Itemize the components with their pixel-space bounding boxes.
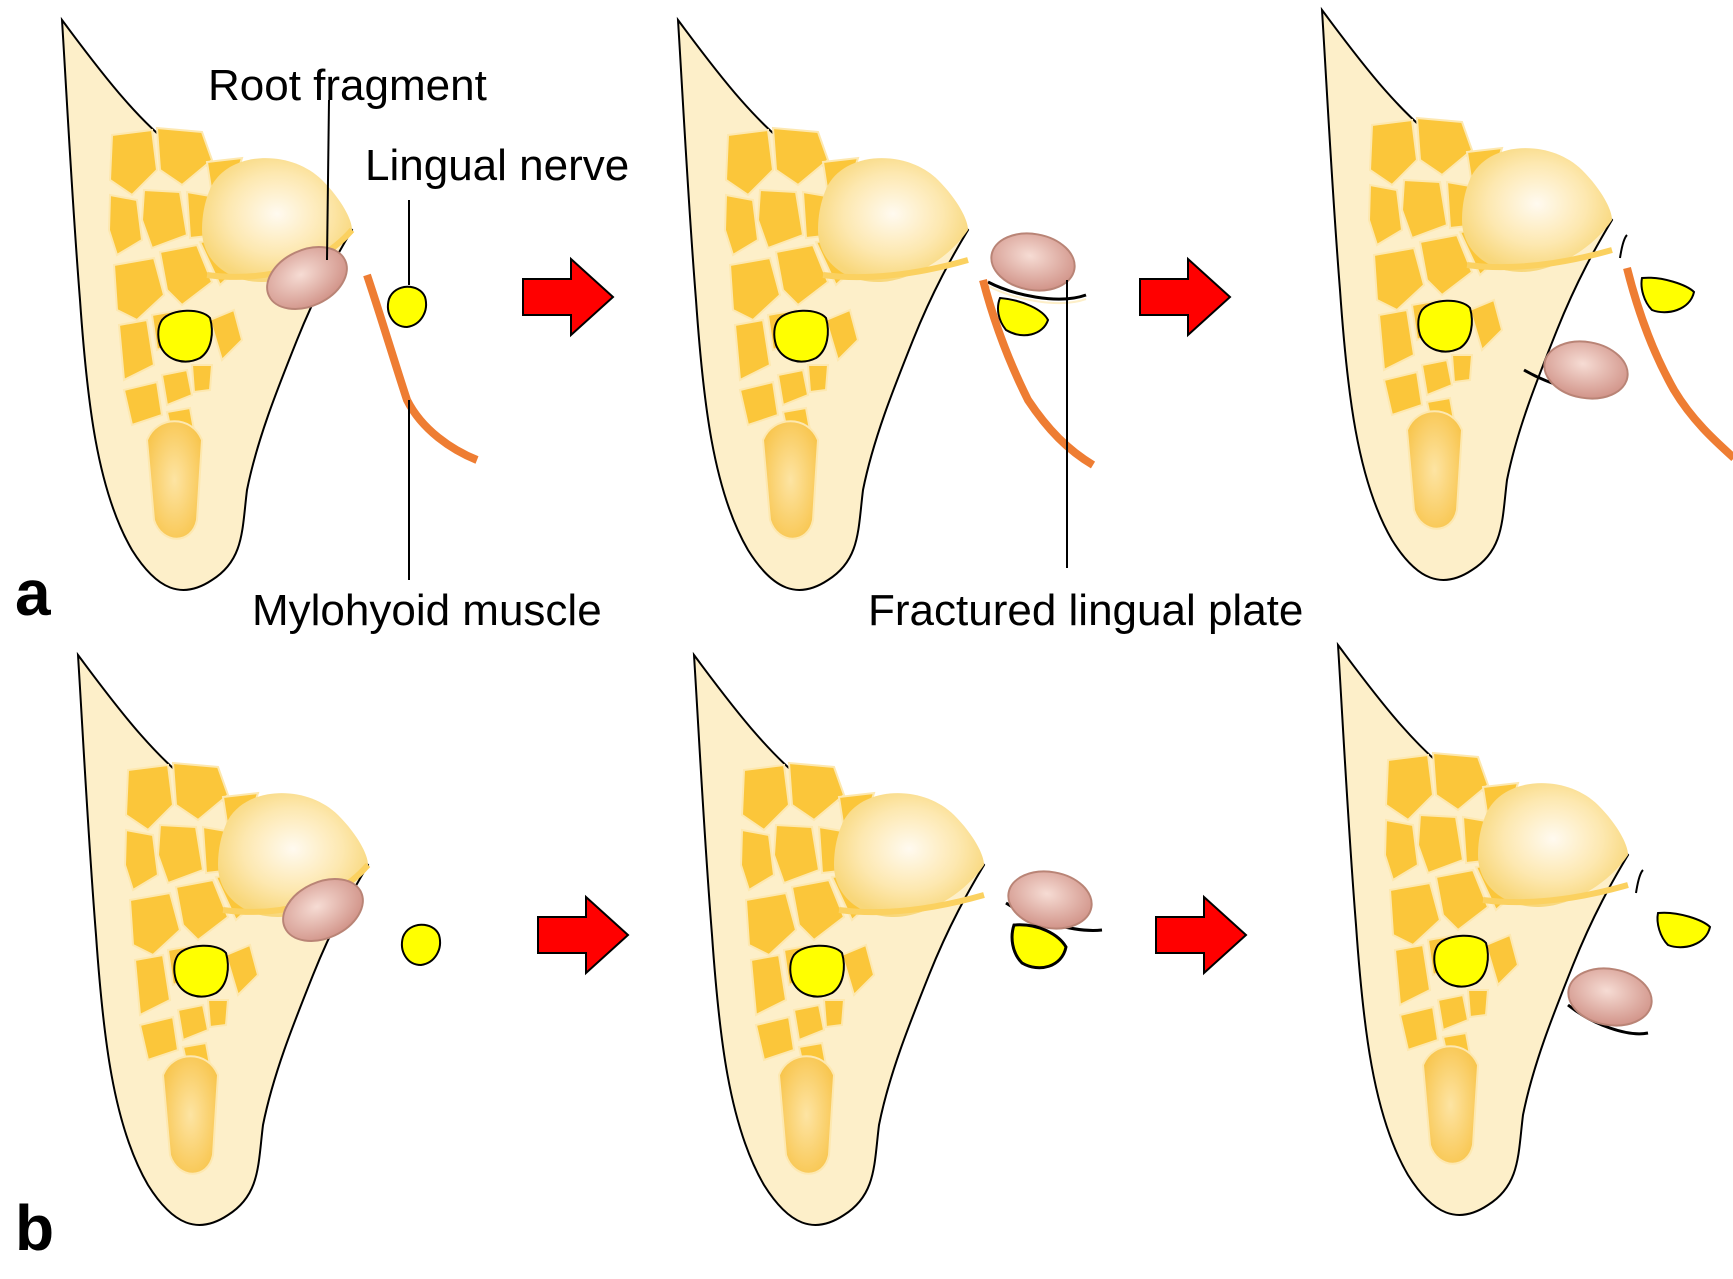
lingual-nerve-shape (998, 298, 1048, 335)
label-lingual-nerve: Lingual nerve (365, 141, 629, 190)
lingual-nerve-shape (402, 925, 440, 965)
mandible-cross-section (678, 20, 968, 590)
panel-letter-a: a (15, 557, 51, 629)
panel-a-step-2 (678, 20, 1093, 590)
label-mylohyoid-muscle: Mylohyoid muscle (252, 586, 602, 635)
panel-b-step-1 (78, 655, 440, 1225)
mandible-cross-section (694, 655, 984, 1225)
lingual-nerve-shape (1012, 925, 1066, 968)
panel-a: Root fragment Lingual nerve Mylohyoid mu… (15, 10, 1733, 635)
mandible-cross-section (1338, 645, 1628, 1215)
mandible-cross-section (1322, 10, 1612, 580)
panel-b-step-2 (694, 655, 1102, 1225)
panel-b-step-3 (1338, 645, 1710, 1215)
root-fragment-shape (1564, 962, 1656, 1032)
panel-b: b (15, 645, 1710, 1264)
label-root-fragment: Root fragment (208, 61, 487, 110)
arrow-b-1 (538, 897, 628, 973)
panel-letter-b: b (15, 1192, 54, 1264)
arrow-a-1 (523, 259, 613, 335)
arrow-b-2 (1156, 897, 1246, 973)
lingual-nerve-shape (1641, 278, 1694, 313)
lingual-nerve-shape (388, 287, 426, 327)
lingual-nerve-shape (1657, 913, 1710, 948)
root-fragment-shape (1540, 335, 1632, 405)
arrow-a-2 (1140, 259, 1230, 335)
label-fractured-lingual-plate: Fractured lingual plate (868, 586, 1303, 635)
panel-a-step-3 (1322, 10, 1733, 580)
